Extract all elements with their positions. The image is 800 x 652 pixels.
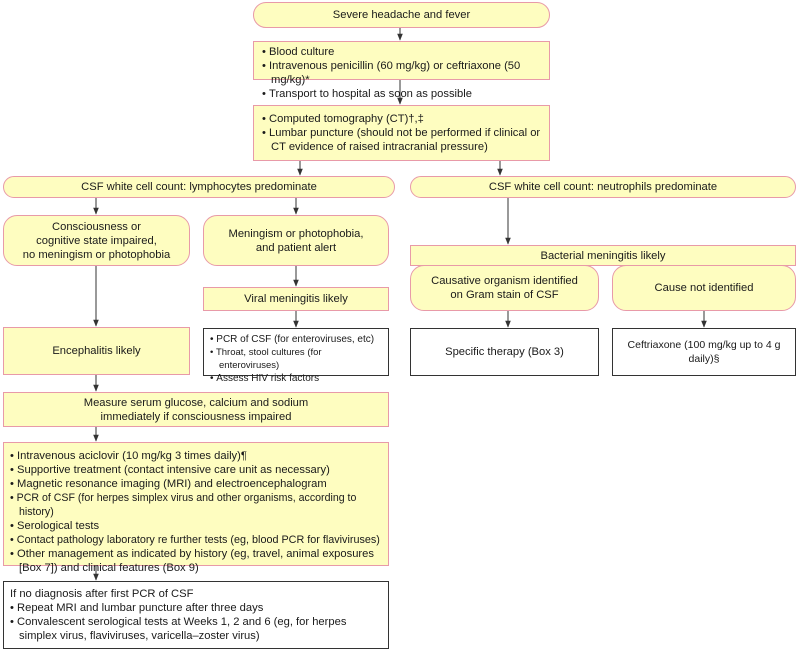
viral-label: Viral meningitis likely [244,293,348,305]
gram-l1: Causative organism identified [431,275,578,287]
viral-test-item: PCR of CSF (for enteroviruses, etc) [210,333,382,346]
lymphocytes-node: CSF white cell count: lymphocytes predom… [3,176,395,198]
viral-test-item: Assess HIV risk factors [210,372,382,385]
start-label: Severe headache and fever [332,9,471,21]
viral-tests-box: PCR of CSF (for enteroviruses, etc) Thro… [203,328,389,384]
encephalitis-label: Encephalitis likely [52,345,141,357]
ct-item: Computed tomography (CT)†,‡ [262,112,541,126]
viral-test-item: Throat, stool cultures (for enteroviruse… [210,346,382,372]
measure-box: Measure serum glucose, calcium and sodiu… [3,392,389,427]
initial-item: Blood culture [262,45,541,59]
neutrophils-node: CSF white cell count: neutrophils predom… [410,176,796,198]
impaired-node: Consciousness or cognitive state impaire… [3,215,190,266]
neutrophils-label: CSF white cell count: neutrophils predom… [488,181,718,193]
management-item: Intravenous aciclovir (10 mg/kg 3 times … [10,449,382,463]
management-box: Intravenous aciclovir (10 mg/kg 3 times … [3,442,389,574]
bacterial-label: Bacterial meningitis likely [540,249,666,262]
alert-l1: Meningism or photophobia, [228,227,364,240]
not-identified-label: Cause not identified [654,282,754,294]
start-node: Severe headache and fever [253,2,550,28]
no-diagnosis-item: Repeat MRI and lumbar puncture after thr… [10,601,382,615]
alert-node: Meningism or photophobia, and patient al… [203,215,389,266]
lp-line2: CT evidence of raised intracranial press… [271,141,488,153]
lp-line1: Lumbar puncture (should not be performed… [269,127,541,139]
imaging-box: Computed tomography (CT)†,‡ Lumbar punct… [253,105,550,161]
management-item: Supportive treatment (contact intensive … [10,463,382,477]
alert-l2: and patient alert [255,241,337,254]
impaired-l3: no meningism or photophobia [22,248,171,261]
no-diagnosis-box: If no diagnosis after first PCR of CSF R… [3,581,389,649]
measure-l1: Measure serum glucose, calcium and sodiu… [83,396,309,409]
management-item: Magnetic resonance imaging (MRI) and ele… [10,477,382,491]
management-item: PCR of CSF (for herpes simplex virus and… [10,491,382,519]
specific-therapy-label: Specific therapy (Box 3) [445,346,564,358]
impaired-l2: cognitive state impaired, [36,234,157,247]
management-item: Contact pathology laboratory re further … [10,533,382,547]
gram-stain-node-body: Causative organism identified on Gram st… [410,265,599,311]
no-diagnosis-heading: If no diagnosis after first PCR of CSF [10,588,194,600]
initial-item: Intravenous penicillin (60 mg/kg) or cef… [262,59,541,87]
not-identified-node: Cause not identified [612,265,796,311]
lp-item: Lumbar puncture (should not be performed… [262,126,541,154]
initial-item: Transport to hospital as soon as possibl… [262,87,541,101]
lymphocytes-label: CSF white cell count: lymphocytes predom… [81,181,317,193]
encephalitis-box: Encephalitis likely [3,327,190,375]
measure-l2: immediately if consciousness impaired [100,410,292,423]
gram-l2: on Gram stain of CSF [450,289,559,301]
initial-actions-box: Blood culture Intravenous penicillin (60… [253,41,550,100]
bacterial-box: Bacterial meningitis likely [410,245,796,266]
ceftriaxone-box: Ceftriaxone (100 mg/kg up to 4 g daily)§ [612,328,796,376]
ceftriaxone-label: Ceftriaxone (100 mg/kg up to 4 g daily)§ [627,339,781,365]
specific-therapy-box: Specific therapy (Box 3) [410,328,599,376]
viral-box: Viral meningitis likely [203,287,389,311]
management-item: Serological tests [10,519,382,533]
management-item: Other management as indicated by history… [10,547,382,575]
no-diagnosis-item: Convalescent serological tests at Weeks … [10,615,382,643]
impaired-l1: Consciousness or [52,220,141,233]
